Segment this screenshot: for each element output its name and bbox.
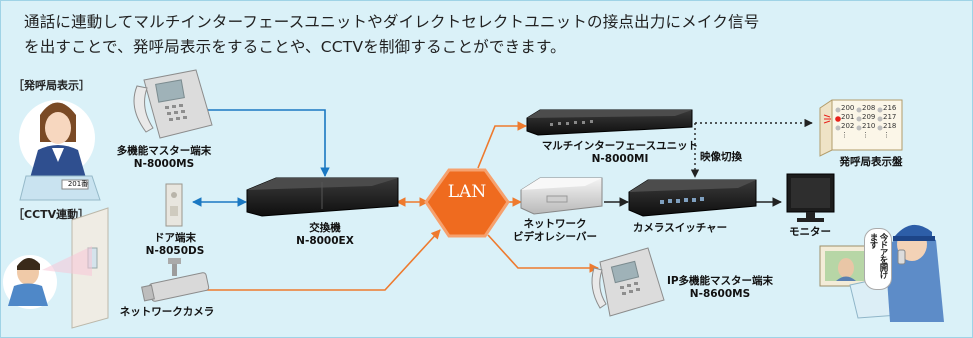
speech-text: 今ドアを開けます (868, 233, 888, 278)
connections (184, 105, 813, 291)
exchange-label: 交換機 N-8000EX (285, 222, 365, 248)
panel-ellipsis: ⋮ (883, 131, 890, 139)
exchange-model: N-8000EX (296, 235, 354, 247)
multi-interface-label: マルチインターフェースユニット N-8000MI (520, 140, 720, 166)
door-station-model: N-8050DS (145, 245, 205, 257)
ip-master-station-icon (591, 247, 665, 317)
panel-number: 202 (841, 122, 855, 130)
video-receiver-line-1: ネットワーク (523, 218, 587, 230)
video-receiver-line-2: ビデオレシーバー (513, 231, 597, 243)
panel-number: 218 (883, 122, 897, 130)
link-lan-to-multi-interface (477, 121, 527, 169)
visitor-illustration (3, 207, 109, 329)
panel-number: 210 (862, 122, 876, 130)
panel-numbers: 200 208 216 201 209 217 202 210 218 ⋮ ⋮ ⋮ (841, 104, 896, 140)
camera-switcher-label: カメラスイッチャー (632, 222, 728, 234)
panel-row-1: 200 208 216 (841, 104, 896, 113)
panel-ellipsis: ⋮ (841, 131, 848, 139)
camera-switcher-icon (628, 179, 757, 217)
section-label-station-display: ［発呼局表示］ (13, 79, 90, 92)
ip-master-station-name: IP多機能マスター端末 (666, 275, 774, 287)
panel-row-3: 202 210 218 (841, 122, 896, 131)
master-station-model: N-8000MS (133, 158, 195, 170)
intro-line-1: 通話に連動してマルチインターフェースユニットやダイレクトセレクトユニットの接点出… (24, 13, 760, 31)
monitor-icon (786, 173, 835, 222)
panel-number: 209 (862, 113, 876, 121)
panel-number: 208 (862, 104, 876, 112)
lan-hub (424, 168, 510, 238)
call-display-panel-icon (819, 99, 903, 157)
room-tag: 201番 (67, 180, 89, 188)
panel-row-2: 201 209 217 (841, 113, 896, 122)
exchange-icon (246, 177, 399, 217)
link-lan-to-ip-master (487, 234, 599, 273)
video-receiver-label: ネットワーク ビデオレシーバー (500, 218, 610, 244)
link-master-to-exchange (184, 105, 330, 177)
ip-master-station-model: N-8600MS (689, 288, 751, 300)
active-lamp (835, 116, 841, 122)
network-camera-icon (141, 258, 210, 302)
exchange-name: 交換機 (309, 222, 341, 234)
intro-text: 通話に連動してマルチインターフェースユニットやダイレクトセレクトユニットの接点出… (24, 10, 954, 60)
panel-number: 200 (841, 104, 855, 112)
guard-illustration (819, 224, 944, 322)
door-station-label: ドア端末 N-8050DS (140, 232, 210, 258)
master-station-name: 多機能マスター端末 (116, 145, 212, 157)
monitor-label: モニター (789, 226, 831, 238)
door-station-icon (165, 183, 183, 227)
section-label-cctv: ［CCTV連動］ (13, 208, 90, 221)
call-display-panel-label: 発呼局表示盤 (839, 156, 903, 168)
operator-illustration (19, 100, 101, 201)
multi-interface-unit-icon (526, 109, 693, 136)
panel-number: 201 (841, 113, 855, 121)
speech-bubble (864, 228, 892, 290)
video-switch-label: 映像切換 (700, 151, 742, 163)
panel-number: 217 (883, 113, 897, 121)
door-station-name: ドア端末 (154, 232, 196, 244)
panel-number: 216 (883, 104, 897, 112)
master-station-icon (133, 69, 213, 139)
video-receiver-icon (520, 177, 603, 215)
master-station-label: 多機能マスター端末 N-8000MS (114, 145, 214, 171)
intro-line-2: を出すことで、発呼局表示をすることや、CCTVを制御することができます。 (24, 38, 566, 56)
panel-ellipsis: ⋮ (862, 131, 869, 139)
multi-interface-name: マルチインターフェースユニット (541, 140, 699, 152)
ip-master-station-label: IP多機能マスター端末 N-8600MS (655, 275, 785, 301)
link-camera-to-lan (203, 229, 441, 291)
network-camera-label: ネットワークカメラ (119, 306, 215, 318)
panel-row-4: ⋮ ⋮ ⋮ (841, 131, 896, 140)
lan-label: LAN (447, 182, 487, 202)
multi-interface-model: N-8000MI (591, 153, 649, 165)
